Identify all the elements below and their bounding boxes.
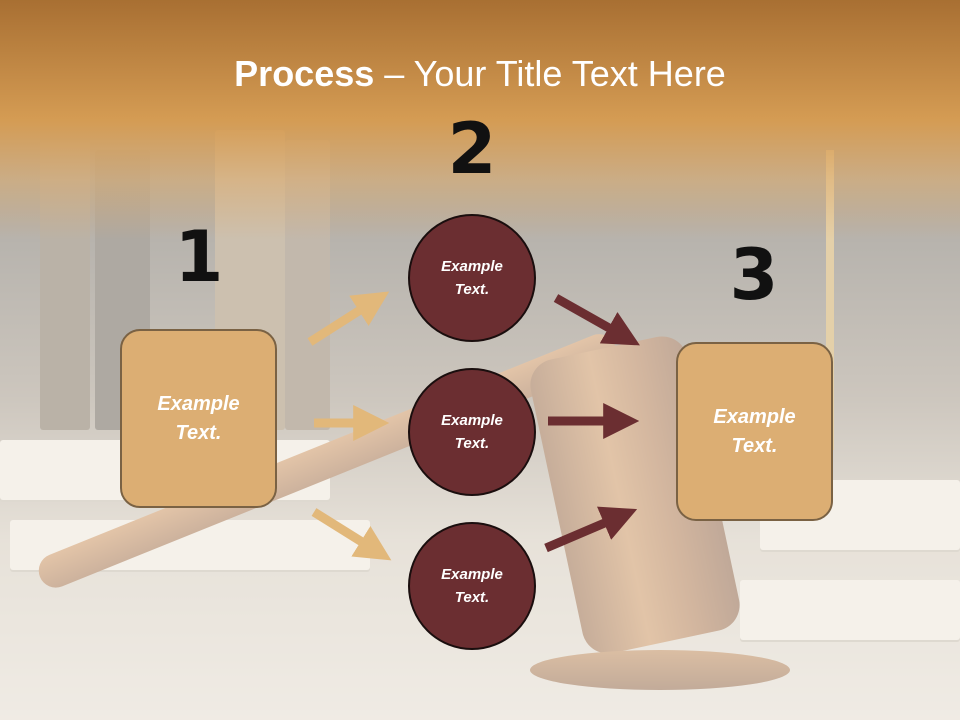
step-3-text: Example Text. bbox=[713, 405, 796, 457]
step-2-circle-middle: Example Text. bbox=[408, 368, 536, 496]
step-2-circle-bottom: Example Text. bbox=[408, 522, 536, 650]
step-2-number: 2 bbox=[447, 108, 497, 190]
arrow-2-bottom-to-3 bbox=[544, 506, 638, 553]
step-2-circle-text: Example Text. bbox=[441, 566, 503, 606]
step-2-circle-text: Example Text. bbox=[441, 412, 503, 452]
step-1-text: Example Text. bbox=[157, 392, 240, 444]
slide-title: Process – Your Title Text Here bbox=[0, 50, 960, 98]
step-1-box: Example Text. bbox=[120, 329, 277, 508]
step-3-box: Example Text. bbox=[676, 342, 833, 521]
arrow-1-to-2-top bbox=[307, 291, 390, 346]
step-2-circle-text: Example Text. bbox=[441, 258, 503, 298]
header-band bbox=[0, 0, 960, 240]
arrow-2-top-to-3 bbox=[553, 294, 640, 346]
step-1-number: 1 bbox=[174, 216, 224, 298]
arrow-1-to-2-bottom bbox=[311, 508, 392, 561]
title-rest: – Your Title Text Here bbox=[374, 53, 726, 94]
step-3-number: 3 bbox=[729, 234, 779, 316]
title-bold: Process bbox=[234, 53, 375, 94]
step-2-circle-top: Example Text. bbox=[408, 214, 536, 342]
